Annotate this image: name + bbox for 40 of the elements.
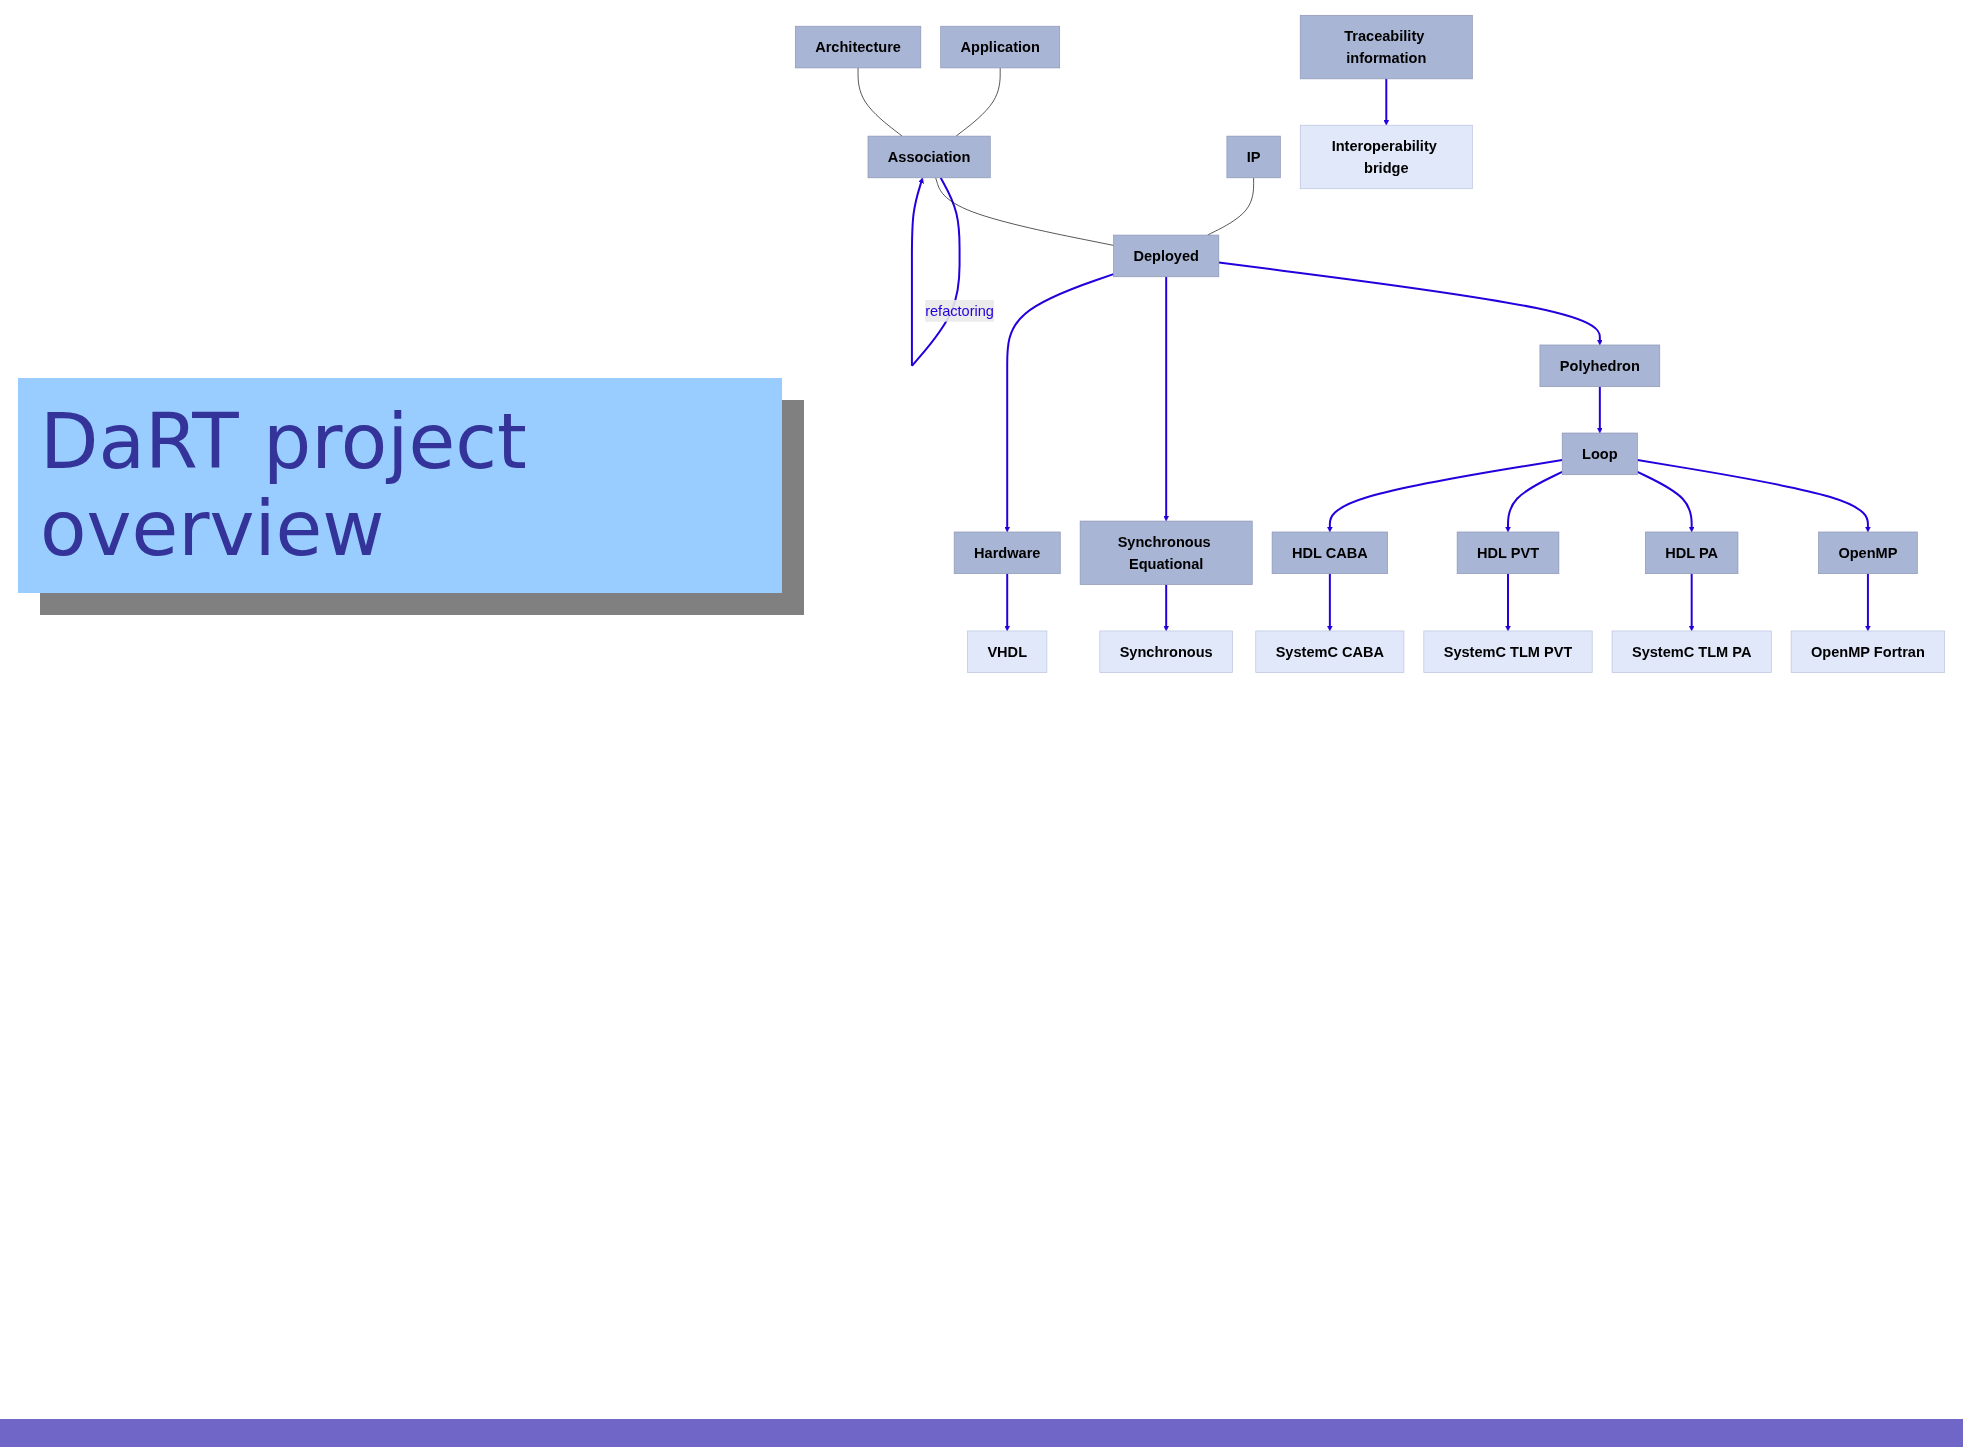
node-box: OpenMP Fortran xyxy=(1790,630,1945,673)
node-box: Loop xyxy=(1561,432,1638,476)
node-box: VHDL xyxy=(967,630,1048,673)
connector xyxy=(857,67,903,137)
node-box: Architecture xyxy=(794,25,922,69)
arrow xyxy=(1688,572,1695,632)
arrow xyxy=(1004,273,1115,533)
node-box: Application xyxy=(940,25,1060,69)
arrow xyxy=(1004,572,1011,632)
node-box: Deployed xyxy=(1113,234,1220,278)
arrow xyxy=(1596,385,1603,434)
edge-label: refactoring xyxy=(925,302,994,320)
arrow xyxy=(1326,459,1564,533)
arrow xyxy=(1326,572,1333,632)
arrow xyxy=(1636,459,1871,533)
node-box: Hardware xyxy=(953,531,1061,575)
arrow xyxy=(1163,275,1170,522)
node-box: Interoperability bridge xyxy=(1299,124,1473,190)
arrow xyxy=(1383,77,1390,126)
arrow xyxy=(1636,470,1695,533)
node-box: HDL PVT xyxy=(1456,531,1560,575)
arrow xyxy=(1505,470,1564,533)
node-box: Polyhedron xyxy=(1539,344,1661,387)
node-box: SystemC TLM PVT xyxy=(1423,630,1593,673)
arrow xyxy=(1505,572,1511,632)
node-box: HDL CABA xyxy=(1271,531,1388,575)
node-box: IP xyxy=(1226,135,1281,179)
connector xyxy=(935,177,1114,246)
node-box: Synchronous Equational xyxy=(1079,520,1253,585)
node-box: SystemC TLM PA xyxy=(1611,630,1772,673)
node-box: SystemC CABA xyxy=(1255,630,1405,673)
node-box: Synchronous xyxy=(1099,630,1233,673)
arrow xyxy=(1865,572,1871,632)
node-box: OpenMP xyxy=(1818,531,1918,575)
node-box: HDL PA xyxy=(1645,531,1739,575)
arrow xyxy=(1217,261,1603,346)
arrow xyxy=(1163,583,1170,632)
node-box: Traceability information xyxy=(1299,14,1473,80)
node-box: Association xyxy=(867,135,991,179)
connector xyxy=(1207,177,1254,236)
